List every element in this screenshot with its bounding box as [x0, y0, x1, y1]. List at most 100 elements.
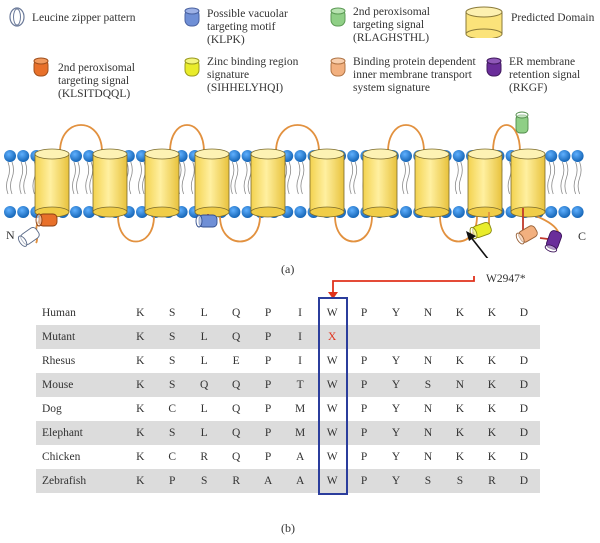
- legend-domain-label: Predicted Domain: [511, 12, 595, 24]
- residue-cell: D: [507, 469, 540, 493]
- peroxisomal-signal-green-icon: [330, 7, 346, 27]
- residue-cell: [507, 325, 540, 349]
- lipid-tail: [138, 161, 142, 195]
- binding-protein-motif: [515, 225, 538, 245]
- domain-top: [194, 148, 230, 160]
- residue-cell: P: [264, 307, 272, 319]
- lipid-tail: [353, 161, 358, 195]
- lipid-tail: [454, 161, 459, 195]
- mutation-highlight-box: [318, 297, 348, 495]
- lipid-head: [4, 206, 16, 218]
- domain-top: [467, 148, 503, 160]
- residue-cell: Q: [188, 373, 221, 397]
- panel-b-label: (b): [281, 521, 295, 535]
- residue-cell: P: [360, 307, 368, 319]
- intracellular-loop: [219, 215, 261, 243]
- residue-cell: K: [475, 421, 508, 445]
- n-terminus-label: N: [6, 228, 15, 242]
- lipid-tail: [181, 161, 186, 195]
- lipid-head: [400, 150, 412, 162]
- lipid-tail: [458, 161, 463, 195]
- lipid-head: [571, 206, 584, 218]
- lipid-tail: [10, 161, 14, 195]
- lipid-head: [452, 150, 465, 162]
- lipid-tail: [89, 161, 94, 195]
- lipid-tail: [128, 161, 133, 195]
- residue-cell: Y: [380, 421, 413, 445]
- residue-cell: S: [156, 373, 189, 397]
- residue-cell: Y: [391, 403, 401, 415]
- domain-bottom: [92, 206, 128, 218]
- c-terminus-label: C: [578, 229, 587, 243]
- residue-cell: W: [326, 403, 338, 415]
- residue-cell: P: [348, 469, 381, 493]
- residue-cell: L: [200, 355, 208, 367]
- domain-bottom: [362, 206, 398, 218]
- residue-cell: E: [232, 355, 240, 367]
- residue-cell: W: [316, 469, 349, 493]
- residue-cell: P: [252, 421, 285, 445]
- residue-cell: [412, 325, 444, 349]
- residue-cell: N: [423, 451, 433, 463]
- residue-cell: S: [188, 469, 221, 493]
- residue-cell: C: [168, 403, 177, 415]
- residue-cell: Q: [220, 325, 253, 349]
- perox-green-motif: [515, 111, 529, 134]
- residue-cell: K: [455, 451, 465, 463]
- domain-top: [362, 148, 398, 160]
- residue-cell: K: [487, 451, 497, 463]
- residue-cell: S: [412, 469, 444, 493]
- lipid-head: [228, 206, 241, 218]
- arrow-head: [466, 231, 476, 241]
- residue-cell: L: [188, 421, 221, 445]
- residue-cell: K: [124, 325, 157, 349]
- residue-cell: Q: [231, 403, 241, 415]
- lipid-head: [347, 206, 360, 218]
- lipid-tail: [547, 161, 552, 195]
- residue-cell: L: [188, 325, 221, 349]
- residue-cell: D: [507, 421, 540, 445]
- intracellular-loop: [117, 215, 155, 243]
- er-retention-icon: [486, 57, 502, 77]
- residue-cell: S: [412, 373, 444, 397]
- residue-cell: P: [360, 451, 368, 463]
- domain-bottom: [510, 206, 546, 218]
- residue-cell: P: [348, 373, 381, 397]
- residue-cell: K: [455, 403, 465, 415]
- residue-cell: N: [423, 307, 433, 319]
- domain-bottom: [467, 206, 503, 218]
- residue-cell: N: [423, 403, 433, 415]
- residue-cell: X: [316, 325, 349, 349]
- intracellular-loop: [334, 215, 373, 243]
- domain-bottom: [144, 206, 180, 218]
- vacuolar-motif: [195, 214, 218, 228]
- panel-a-label: (a): [281, 262, 295, 276]
- residue-cell: S: [443, 469, 476, 493]
- residue-cell: K: [136, 451, 145, 463]
- residue-cell: D: [507, 373, 540, 397]
- residue-cell: Y: [380, 373, 413, 397]
- legend-perox-orange-label: 2nd peroxisomal targeting signal (KLSITD…: [58, 62, 135, 100]
- lipid-head: [294, 150, 307, 162]
- lipid-tail: [76, 161, 80, 195]
- extracellular-loop: [492, 124, 521, 153]
- extracellular-loop: [59, 124, 103, 153]
- residue-cell: [443, 325, 476, 349]
- transmembrane-domain: [309, 153, 345, 213]
- lipid-head: [17, 150, 30, 162]
- lipid-tail: [564, 161, 569, 195]
- residue-cell: K: [443, 421, 476, 445]
- lipid-tail: [300, 161, 305, 195]
- lipid-head: [294, 206, 307, 218]
- residue-cell: P: [264, 403, 272, 415]
- domain-top: [510, 148, 546, 160]
- residue-cell: P: [264, 451, 272, 463]
- residue-cell: K: [124, 421, 157, 445]
- residue-cell: A: [252, 469, 285, 493]
- residue-cell: R: [200, 451, 209, 463]
